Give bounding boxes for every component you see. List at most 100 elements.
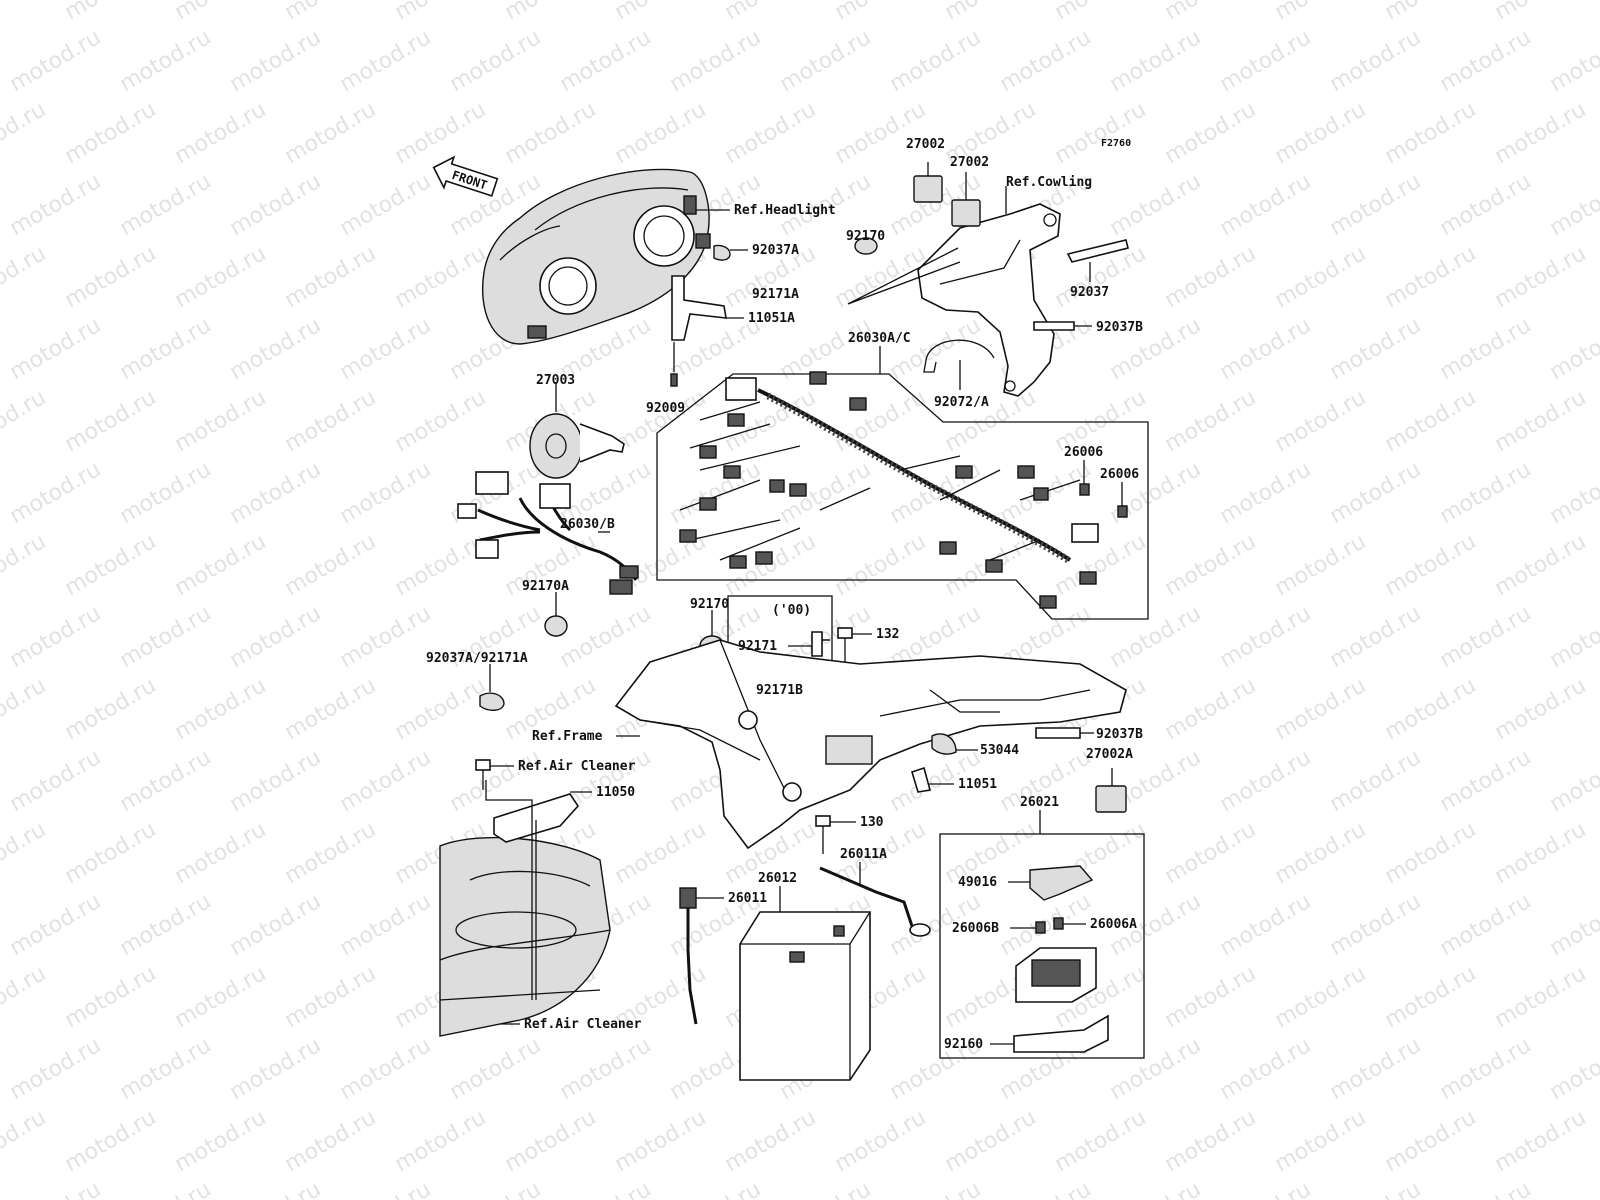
watermark-text: motod.ru [1546, 745, 1600, 817]
watermark-text: motod.ru [721, 97, 821, 169]
main-harness-26030ac [679, 371, 1099, 609]
fuse-26006-a [1079, 483, 1090, 496]
label-26030ac: 26030A/C [848, 331, 911, 346]
watermark-text: motod.ru [1546, 889, 1600, 961]
watermark-text: motod.ru [1491, 817, 1591, 889]
watermark-text: motod.ru [1106, 601, 1206, 673]
watermark-text: motod.ru [721, 1105, 821, 1177]
watermark-text: motod.ru [116, 25, 216, 97]
watermark-text: motod.ru [666, 457, 766, 529]
watermark-text: motod.ru [721, 0, 821, 25]
label-92170a: 92170A [522, 579, 569, 594]
watermark-text: motod.ru [1216, 457, 1316, 529]
label-26011: 26011 [728, 891, 767, 906]
watermark-text: motod.ru [6, 25, 106, 97]
watermark-text: motod.ru [1161, 241, 1261, 313]
watermark-text: motod.ru [1106, 25, 1206, 97]
label-92037a-92171a: 92037A/92171A [426, 651, 528, 666]
watermark-text: motod.ru [1106, 1033, 1206, 1105]
watermark-text: motod.ru [446, 25, 546, 97]
watermark-text: motod.ru [6, 601, 106, 673]
watermark-text: motod.ru [1381, 817, 1481, 889]
watermark-text: motod.ru [171, 673, 271, 745]
watermark-text: motod.ru [0, 97, 50, 169]
watermark-text: motod.ru [336, 25, 436, 97]
cover-53044 [931, 733, 957, 755]
watermark-text: motod.ru [1381, 961, 1481, 1033]
watermark-text: motod.ru [1051, 1105, 1151, 1177]
watermark-text: motod.ru [611, 817, 711, 889]
sub-harness-26030b [457, 471, 639, 595]
label-92170-top: 92170 [846, 229, 885, 244]
clip-92037a-92171a [479, 692, 505, 711]
clamp-92171 [811, 631, 830, 657]
watermark-text: motod.ru [336, 457, 436, 529]
watermark-text: motod.ru [281, 817, 381, 889]
watermark-text: motod.ru [1546, 1033, 1600, 1105]
watermark-text: motod.ru [1436, 745, 1536, 817]
watermark-text: motod.ru [1271, 673, 1371, 745]
watermark-text: motod.ru [1161, 385, 1261, 457]
watermark-text: motod.ru [281, 529, 381, 601]
watermark-text: motod.ru [1051, 97, 1151, 169]
watermark-text: motod.ru [1271, 385, 1371, 457]
watermark-text: motod.ru [1381, 529, 1481, 601]
bracket-11051a [671, 275, 727, 341]
headlight-assembly [481, 168, 711, 345]
clip-92037a [713, 244, 731, 261]
fuse-26006-b [1117, 505, 1128, 518]
watermark-text: motod.ru [611, 1105, 711, 1177]
watermark-text: motod.ru [1216, 25, 1316, 97]
watermark-text: motod.ru [941, 0, 1041, 25]
watermark-text: motod.ru [556, 1177, 656, 1200]
relay-27002-b [951, 199, 981, 227]
watermark-text: motod.ru [336, 745, 436, 817]
watermark-text: motod.ru [391, 673, 491, 745]
watermark-text: motod.ru [281, 1105, 381, 1177]
screw-92009 [670, 373, 678, 387]
label-27002-a: 27002 [906, 137, 945, 152]
watermark-text: motod.ru [1216, 169, 1316, 241]
watermark-text: motod.ru [336, 889, 436, 961]
watermark-text: motod.ru [171, 385, 271, 457]
watermark-text: motod.ru [1546, 457, 1600, 529]
watermark-text: motod.ru [886, 313, 986, 385]
watermark-text: motod.ru [1271, 97, 1371, 169]
watermark-text: motod.ru [1381, 673, 1481, 745]
watermark-text: motod.ru [281, 961, 381, 1033]
watermark-text: motod.ru [226, 1177, 326, 1200]
bracket-11051 [911, 766, 932, 793]
watermark-text: motod.ru [116, 601, 216, 673]
watermark-text: motod.ru [226, 313, 326, 385]
watermark-text: motod.ru [1436, 169, 1536, 241]
watermark-text: motod.ru [1271, 961, 1371, 1033]
watermark-text: motod.ru [831, 241, 931, 313]
leader-cowling-guide [847, 247, 961, 305]
watermark-text: motod.ru [1216, 601, 1316, 673]
watermark-text: motod.ru [501, 0, 601, 25]
watermark-text: motod.ru [1216, 889, 1316, 961]
watermark-text: motod.ru [171, 97, 271, 169]
watermark-text: motod.ru [61, 385, 161, 457]
label-92009: 92009 [646, 401, 685, 416]
label-92037a: 92037A [752, 243, 799, 258]
watermark-text: motod.ru [391, 385, 491, 457]
watermark-text: motod.ru [226, 457, 326, 529]
watermark-text: motod.ru [61, 0, 161, 25]
watermark-text: motod.ru [996, 1177, 1096, 1200]
watermark-text: motod.ru [171, 529, 271, 601]
watermark-text: motod.ru [831, 385, 931, 457]
watermark-text: motod.ru [226, 889, 326, 961]
label-27002a: 27002A [1086, 747, 1133, 762]
label-49016: 49016 [958, 875, 997, 890]
terminal-26011 [679, 887, 697, 909]
watermark-text: motod.ru [6, 313, 106, 385]
watermark-text: motod.ru [226, 601, 326, 673]
label-92037b-top: 92037B [1096, 320, 1143, 335]
watermark-text: motod.ru [1106, 1177, 1206, 1200]
watermark-text: motod.ru [1491, 1105, 1591, 1177]
watermark-text: motod.ru [776, 25, 876, 97]
label-92037: 92037 [1070, 285, 1109, 300]
watermark-text: motod.ru [336, 601, 436, 673]
